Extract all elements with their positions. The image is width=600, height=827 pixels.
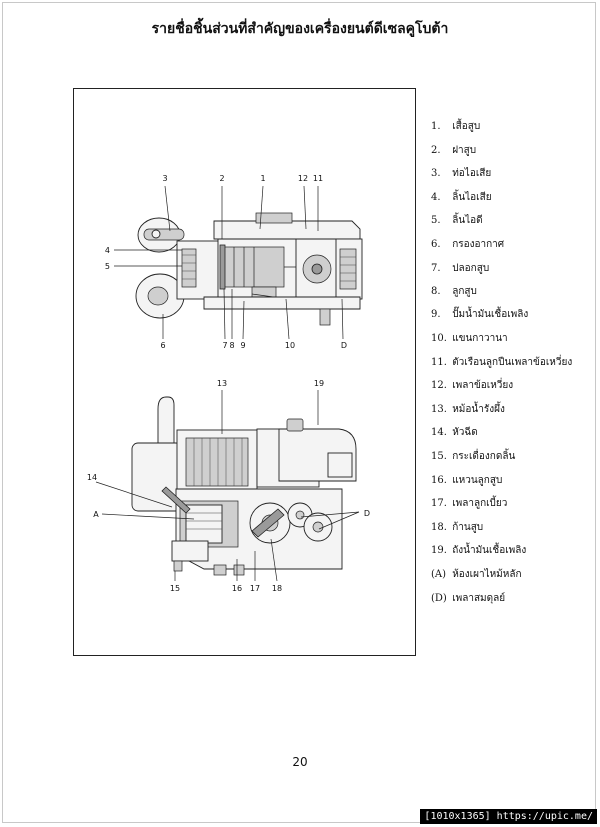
callout-4: 4 bbox=[105, 246, 110, 255]
callout-2: 2 bbox=[219, 174, 224, 183]
engine-diagram-frame: 3 2 1 12 11 4 5 6 7 8 9 10 D bbox=[73, 88, 416, 656]
engine-diagram: 3 2 1 12 11 4 5 6 7 8 9 10 D bbox=[87, 174, 370, 593]
list-item: 18. ก้านสูบ bbox=[431, 522, 484, 533]
page-title: รายชื่อชิ้นส่วนที่สำคัญของเครื่องยนต์ดีเ… bbox=[151, 21, 449, 37]
callout-16: 16 bbox=[232, 584, 242, 593]
callout-D-side: D bbox=[364, 509, 370, 518]
engine-top-view bbox=[135, 212, 363, 326]
list-item: 8. ลูกสูบ bbox=[431, 286, 477, 297]
list-item: 11. ตัวเรือนลูกปืนเพลาข้อเหวี่ยง bbox=[431, 357, 573, 368]
callout-15: 15 bbox=[170, 584, 180, 593]
list-item: 1. เสื้อสูบ bbox=[431, 121, 481, 132]
page-number: 20 bbox=[292, 755, 308, 769]
list-item: 17. เพลาลูกเบี้ยว bbox=[431, 498, 508, 509]
list-item: 19. ถังน้ำมันเชื้อเพลิง bbox=[431, 545, 527, 556]
callout-3: 3 bbox=[162, 174, 167, 183]
list-item: 15. กระเดื่องกดลิ้น bbox=[431, 451, 516, 462]
callout-10: 10 bbox=[285, 341, 295, 350]
callout-12: 12 bbox=[298, 174, 308, 183]
callout-6: 6 bbox=[160, 341, 165, 350]
list-item: 2. ฝาสูบ bbox=[431, 145, 477, 156]
list-item: 9. ปั๊มน้ำมันเชื้อเพลิง bbox=[431, 309, 529, 320]
list-item: 6. กรองอากาศ bbox=[431, 239, 505, 250]
callout-17: 17 bbox=[250, 584, 260, 593]
list-item: 12. เพลาข้อเหวี่ยง bbox=[431, 380, 514, 391]
callout-19: 19 bbox=[314, 379, 324, 388]
list-item: 7. ปลอกสูบ bbox=[431, 263, 490, 274]
callout-11: 11 bbox=[313, 174, 323, 183]
callout-1: 1 bbox=[260, 174, 265, 183]
list-item: (D) เพลาสมดุลย์ bbox=[431, 593, 506, 604]
callout-D-top: D bbox=[341, 341, 347, 350]
callout-8: 8 bbox=[229, 341, 234, 350]
callout-18: 18 bbox=[272, 584, 282, 593]
list-item: 3. ท่อไอเสีย bbox=[431, 168, 492, 179]
callout-9: 9 bbox=[240, 341, 245, 350]
list-item: 5. ลิ้นไอดี bbox=[431, 215, 483, 226]
callout-5: 5 bbox=[105, 262, 110, 271]
watermark-link[interactable]: [1010x1365] https://upic.me/ bbox=[420, 809, 597, 824]
list-item: 14. หัวฉีด bbox=[431, 427, 478, 438]
list-item: (A) ห้องเผาไหม้หลัก bbox=[431, 569, 522, 580]
callout-14: 14 bbox=[87, 473, 97, 482]
callout-13: 13 bbox=[217, 379, 227, 388]
callout-7: 7 bbox=[222, 341, 227, 350]
list-item: 13. หม้อน้ำรังผึ้ง bbox=[431, 404, 505, 415]
callout-A: A bbox=[93, 510, 99, 519]
engine-side-view bbox=[131, 396, 357, 576]
list-item: 4. ลิ้นไอเสีย bbox=[431, 192, 492, 203]
list-item: 16. แหวนลูกสูบ bbox=[431, 475, 503, 486]
list-item: 10. แขนกาวานา bbox=[431, 333, 508, 344]
